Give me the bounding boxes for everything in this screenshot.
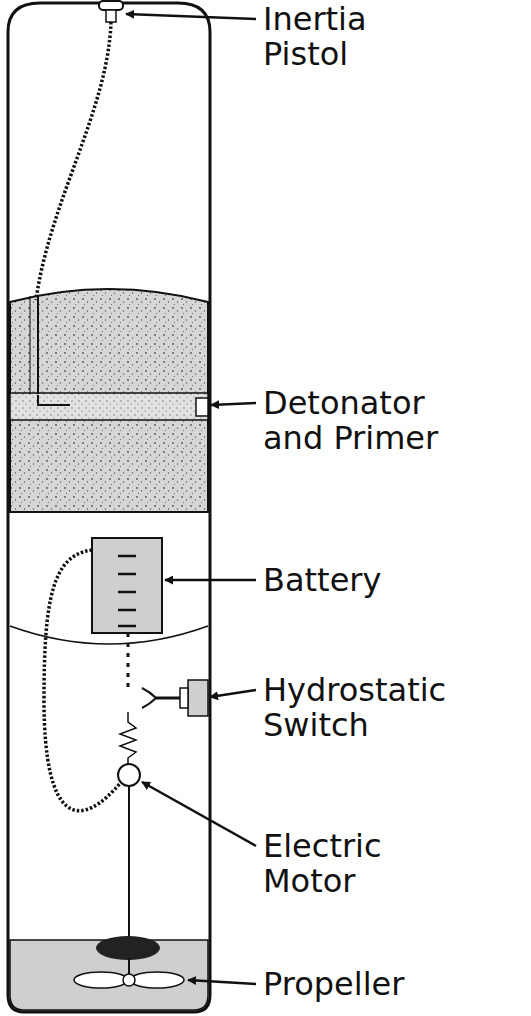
battery-symbol: [92, 538, 162, 633]
battery-plates: [118, 556, 136, 626]
part-label: Electric Motor: [263, 829, 433, 899]
switch-housing: [188, 680, 208, 716]
spring-contact: [120, 712, 136, 764]
label-anchor: Electric Motor: [263, 829, 433, 899]
leader-lines: [126, 14, 256, 984]
pistol-body: [106, 10, 116, 22]
explosive-charge: [10, 289, 208, 512]
part-label: Detonator and Primer: [263, 386, 473, 456]
part-label: Hydrostatic Switch: [263, 673, 493, 743]
label-anchor: Hydrostatic Switch: [263, 673, 493, 743]
leader-arrow: [188, 980, 256, 984]
leader-arrow: [142, 782, 256, 846]
part-label: Battery: [263, 563, 523, 598]
switch-flange: [180, 688, 188, 708]
propeller-blade: [74, 972, 128, 988]
label-anchor: Detonator and Primer: [263, 386, 473, 456]
propeller-blade: [130, 972, 184, 988]
wire-channel: [37, 296, 39, 394]
coiled-wire: [36, 22, 111, 300]
wire: [127, 633, 130, 692]
label-anchor: Propeller: [263, 967, 523, 1002]
leader-arrow: [210, 690, 256, 697]
leader-arrow: [126, 14, 256, 19]
detonator-band: [10, 393, 208, 420]
pistol-cap: [99, 1, 123, 10]
wire-channel: [30, 296, 31, 394]
coiled-wire: [44, 550, 122, 811]
motor-symbol: [118, 764, 140, 786]
propeller-shaft: [128, 958, 130, 975]
primer: [196, 398, 208, 416]
tube-casing: [8, 3, 210, 1012]
switch-rod: [156, 697, 180, 700]
leader-arrow: [165, 579, 256, 582]
propeller-hub: [123, 974, 135, 986]
part-label: Propeller: [263, 967, 523, 1002]
motor-shaft: [128, 786, 130, 950]
shaft-seal: [96, 936, 160, 960]
wire: [38, 395, 70, 405]
leader-arrow: [211, 403, 256, 405]
switch-contact: [142, 688, 156, 708]
label-anchor: Inertia Pistol: [263, 2, 413, 72]
part-label: Inertia Pistol: [263, 2, 413, 72]
label-anchor: Battery: [263, 563, 523, 598]
